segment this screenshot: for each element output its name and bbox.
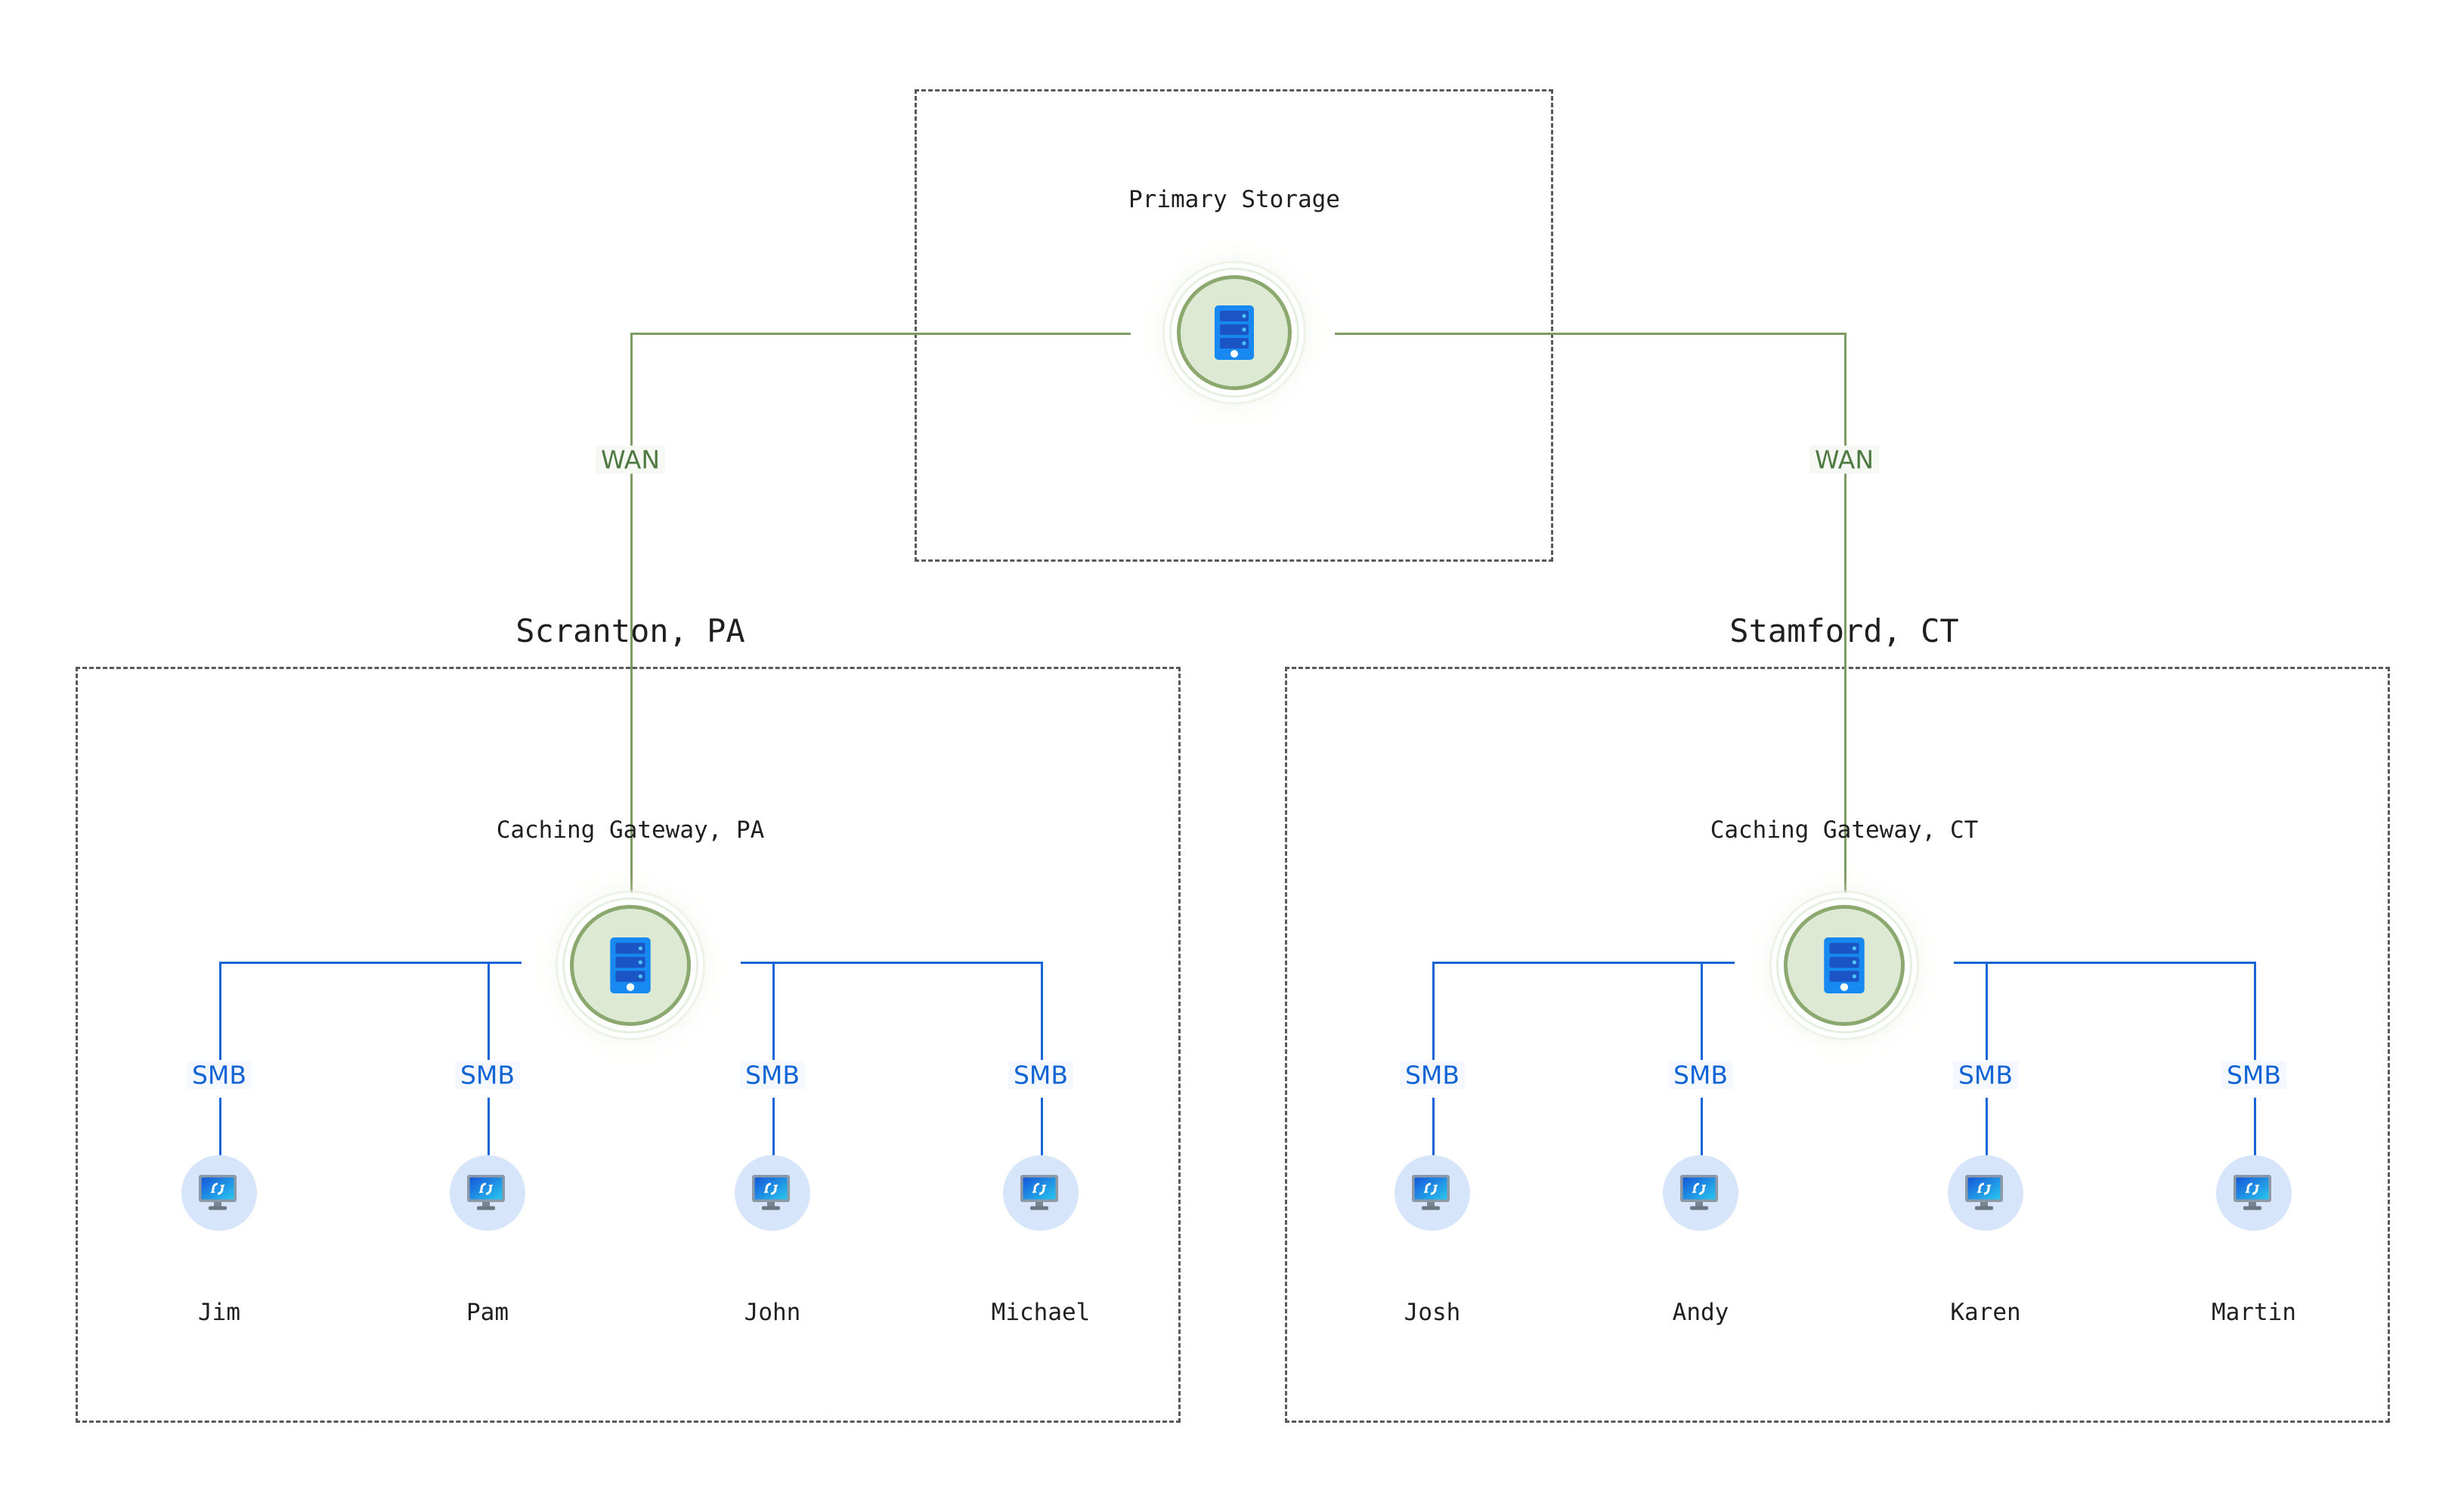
link-label-smb-michael: SMB [1008,1061,1074,1089]
zone-datacenter [915,89,1553,562]
node-client-andy[interactable] [1663,1155,1738,1231]
smb-drop-martin-bottom [2254,1098,2256,1181]
wan-drop-stamford [1844,333,1846,968]
sync-monitor-icon [1020,1174,1062,1212]
server-icon [1215,305,1254,360]
server-icon [1824,937,1865,993]
node-client-josh[interactable] [1395,1155,1470,1231]
client-label-jim: Jim [198,1299,240,1326]
node-client-jim[interactable] [181,1155,257,1231]
link-label-smb-john: SMB [739,1061,806,1089]
smb-drop-pam-top [488,962,490,1060]
smb-drop-josh-top [1432,962,1435,1060]
client-label-andy: Andy [1672,1299,1729,1326]
server-icon [610,937,651,993]
node-primary-storage[interactable] [1177,275,1292,390]
smb-drop-michael-top [1041,962,1043,1060]
link-label-wan-right: WAN [1809,445,1880,474]
smb-drop-josh-bottom [1432,1098,1435,1181]
sync-monitor-icon [1679,1174,1722,1212]
node-client-karen[interactable] [1948,1155,2023,1231]
node-caching-gateway-pa[interactable] [570,905,691,1026]
smb-bus-stamford-right [1954,962,2256,964]
zone-title-scranton: Scranton, PA [515,612,745,649]
client-label-pam: Pam [466,1299,509,1326]
link-label-wan-left: WAN [595,445,666,474]
wan-bus-right [1335,333,1844,335]
smb-drop-martin-top [2254,962,2256,1060]
wan-bus-left [630,333,1131,335]
node-label-primary-storage: Primary Storage [1128,186,1340,213]
node-client-john[interactable] [735,1155,810,1231]
sync-monitor-icon [2233,1174,2275,1212]
link-label-smb-karen: SMB [1952,1061,2019,1089]
wan-drop-scranton [630,333,633,968]
sync-monitor-icon [1411,1174,1453,1212]
link-label-smb-josh: SMB [1399,1061,1466,1089]
node-client-michael[interactable] [1003,1155,1079,1231]
link-label-smb-pam: SMB [454,1061,521,1089]
link-label-smb-martin: SMB [2221,1061,2287,1089]
sync-monitor-icon [198,1174,240,1212]
smb-drop-karen-bottom [1986,1098,1988,1181]
smb-drop-pam-bottom [488,1098,490,1181]
sync-monitor-icon [1964,1174,2007,1212]
client-label-karen: Karen [1950,1299,2021,1326]
client-label-martin: Martin [2212,1299,2296,1326]
smb-drop-jim-bottom [219,1098,221,1181]
client-label-michael: Michael [991,1299,1091,1326]
smb-bus-stamford-left [1432,962,1735,964]
smb-drop-michael-bottom [1041,1098,1043,1181]
node-label-gateway-pa: Caching Gateway, PA [496,816,765,844]
node-client-pam[interactable] [450,1155,525,1231]
smb-drop-karen-top [1986,962,1988,1060]
zone-title-stamford: Stamford, CT [1729,612,1959,649]
sync-monitor-icon [466,1174,509,1212]
smb-drop-john-top [772,962,775,1060]
smb-drop-andy-top [1701,962,1703,1060]
zone-stamford [1285,667,2390,1423]
smb-drop-john-bottom [772,1098,775,1181]
client-label-josh: Josh [1404,1299,1461,1326]
zone-scranton [76,667,1181,1423]
sync-monitor-icon [751,1174,794,1212]
link-label-smb-andy: SMB [1667,1061,1734,1089]
smb-drop-andy-bottom [1701,1098,1703,1181]
node-caching-gateway-ct[interactable] [1784,905,1905,1026]
node-label-gateway-ct: Caching Gateway, CT [1710,816,1979,844]
node-client-martin[interactable] [2216,1155,2292,1231]
smb-bus-scranton-left [219,962,522,964]
smb-drop-jim-top [219,962,221,1060]
smb-bus-scranton-right [741,962,1043,964]
link-label-smb-jim: SMB [186,1061,252,1089]
client-label-john: John [744,1299,801,1326]
